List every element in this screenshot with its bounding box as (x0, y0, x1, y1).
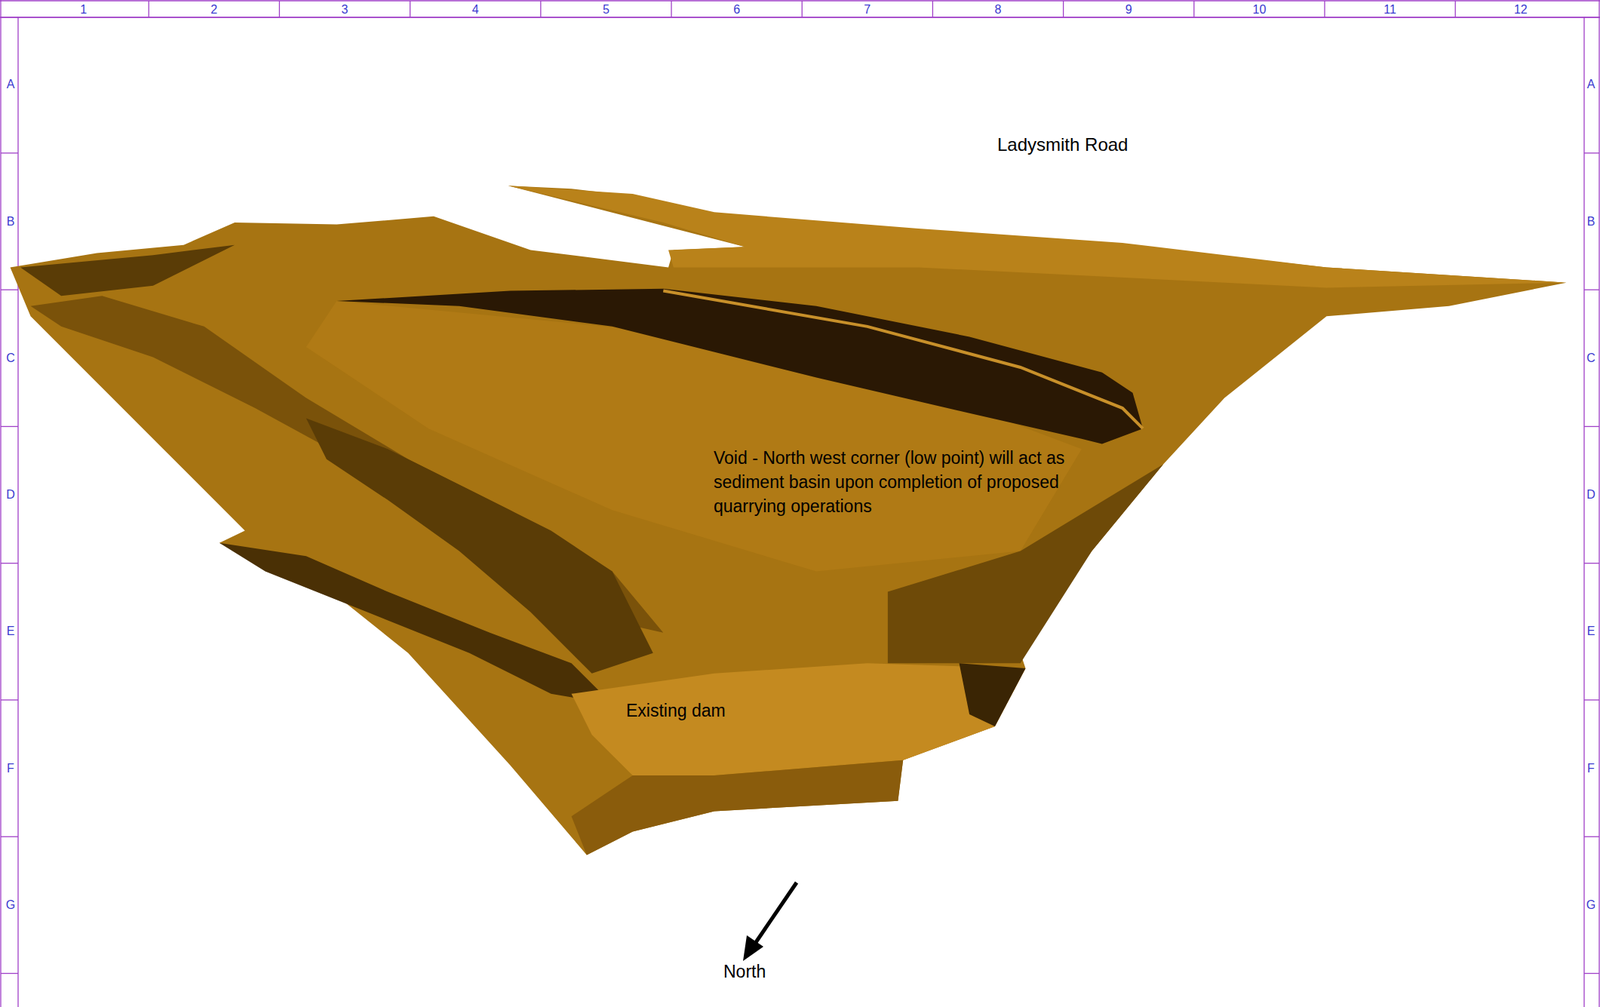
row-letter: D (1586, 488, 1596, 502)
grid-tick (409, 0, 411, 18)
row-letter: B (1587, 214, 1596, 229)
grid-tick (1584, 836, 1600, 838)
grid-tick (1323, 0, 1325, 18)
row-letter: F (6, 761, 15, 776)
row-letter: E (1587, 624, 1596, 639)
north-label: North (723, 959, 766, 984)
grid-tick (0, 289, 19, 291)
road-label: Ladysmith Road (997, 132, 1128, 158)
grid-tick (1193, 0, 1195, 18)
row-letter: D (6, 488, 16, 502)
grid-tick (279, 0, 280, 18)
grid-tick (1584, 973, 1600, 974)
grid-tick (1584, 426, 1600, 427)
grid-tick (1584, 289, 1600, 291)
row-letter: C (6, 351, 16, 366)
grid-tick (540, 0, 541, 18)
grid-tick (1584, 562, 1600, 564)
grid-tick (670, 0, 672, 18)
column-number: 12 (1514, 3, 1528, 17)
column-number: 7 (863, 3, 871, 17)
column-number: 2 (210, 3, 218, 17)
grid-tick (932, 0, 934, 18)
row-letter: F (1587, 761, 1595, 776)
grid-tick (0, 152, 19, 154)
column-number: 9 (1125, 3, 1133, 17)
grid-tick (0, 426, 19, 427)
column-number: 1 (79, 3, 87, 17)
grid-tick (1584, 16, 1600, 18)
grid-tick (0, 836, 19, 838)
row-letter: A (1587, 77, 1596, 92)
row-letter: C (1586, 351, 1596, 366)
row-letter: E (6, 624, 16, 639)
row-letter: B (6, 214, 16, 229)
row-letter: A (6, 77, 16, 92)
column-number: 3 (341, 3, 349, 17)
column-number: 10 (1252, 3, 1266, 17)
row-letter: G (1586, 898, 1596, 913)
dam-label: Existing dam (626, 698, 726, 723)
grid-tick (0, 562, 19, 564)
column-number: 4 (472, 3, 480, 17)
grid-tick (0, 699, 19, 701)
grid-tick (148, 0, 150, 18)
grid-tick (1062, 0, 1064, 18)
void-note: Void - North west corner (low point) wil… (713, 445, 1099, 520)
grid-tick (1584, 699, 1600, 701)
grid-tick (801, 0, 803, 18)
grid-tick (0, 973, 19, 974)
column-number: 8 (995, 3, 1002, 17)
grid-tick (1455, 0, 1456, 18)
column-number: 11 (1383, 3, 1397, 17)
column-number: 6 (733, 3, 741, 17)
row-letter: G (6, 898, 16, 913)
grid-tick (0, 16, 19, 18)
grid-tick (1584, 152, 1600, 154)
column-number: 5 (602, 3, 610, 17)
